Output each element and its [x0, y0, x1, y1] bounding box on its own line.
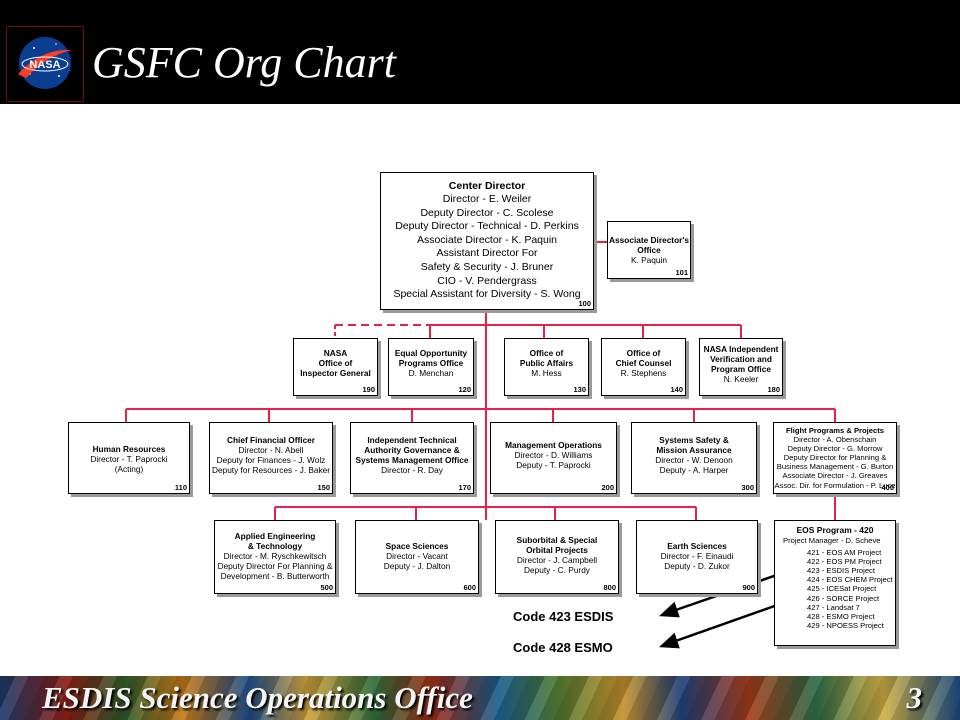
earth-sciences-box: Earth Sciences Director - F. Einaudi Dep… [636, 520, 758, 594]
applied-engineering-technology-box: Applied Engineering & Technology Directo… [214, 520, 336, 594]
box-name: Independent Technical Authority Governan… [355, 435, 469, 465]
box-name: NASA Independent Verification and Progra… [703, 344, 779, 374]
box-name: Associate Director's Office [609, 235, 689, 255]
box-code: 300 [741, 483, 754, 492]
callout-esmo-label: Code 428 ESMO [513, 640, 613, 655]
management-operations-box: Management Operations Director - D. Will… [490, 422, 617, 494]
box-lines: Director - W. Denoon Deputy - A. Harper [655, 455, 733, 475]
footer-banner: ESDIS Science Operations Office 3 [0, 676, 960, 720]
eos-project-item: 421 - EOS AM Project [807, 548, 882, 558]
flight-programs-projects-box: Flight Programs & Projects Director - A.… [773, 422, 897, 494]
box-lines: Director - N. Abell Deputy for Finances … [211, 445, 331, 475]
box-lines: N. Keeler [723, 374, 759, 384]
logo-text: NASA [29, 59, 60, 71]
box-name: Management Operations [505, 440, 602, 450]
box-lines: M. Hess [531, 368, 562, 378]
callout-esdis-label: Code 423 ESDIS [513, 609, 614, 624]
eos-project-item: 422 - EOS PM Project [807, 557, 882, 567]
slide-title: GSFC Org Chart [92, 38, 396, 87]
eos-project-item: 423 - ESDIS Project [807, 566, 875, 576]
eos-project-item: 426 - SORCE Project [807, 593, 880, 603]
center-director-box: Center Director Director - E. Weiler Dep… [380, 172, 594, 310]
box-code: 120 [458, 385, 471, 394]
box-name: Equal Opportunity Programs Office [394, 348, 468, 368]
human-resources-box: Human Resources Director - T. Paprocki (… [68, 422, 190, 494]
box-code: 900 [742, 583, 755, 592]
box-code: 190 [362, 385, 375, 394]
box-name: Human Resources [92, 444, 166, 454]
box-code: 600 [463, 583, 476, 592]
eos-program-name: EOS Program - 420 [796, 525, 874, 535]
box-lines: Director - T. Paprocki (Acting) [90, 454, 168, 474]
ivv-office-box: NASA Independent Verification and Progra… [699, 338, 783, 396]
box-code: 130 [573, 385, 586, 394]
eos-project-item: 429 - NPOESS Project [807, 620, 884, 630]
page-number: 3 [906, 680, 923, 715]
box-lines: Director - D. Williams Deputy - T. Papro… [514, 450, 593, 470]
associate-director-office-box: Associate Director's Office K. Paquin 10… [607, 221, 691, 279]
box-name: Flight Programs & Projects [786, 426, 884, 435]
box-name: Suborbital & Special Orbital Projects [516, 535, 598, 555]
box-lines: Director - J. Campbell Deputy - C. Purdy [516, 555, 598, 575]
eos-program-manager: Project Manager - D. Scheve [783, 536, 881, 545]
eos-project-item: 424 - EOS CHEM Project [807, 575, 893, 585]
eos-project-item: 427 - Landsat 7 [807, 602, 860, 612]
chief-financial-officer-box: Chief Financial Officer Director - N. Ab… [209, 422, 333, 494]
box-name: Space Sciences [385, 541, 449, 551]
box-code: 400 [881, 483, 894, 492]
equal-opportunity-office-box: Equal Opportunity Programs Office D. Men… [388, 338, 474, 396]
box-lines: Director - M. Ryschkewitsch Deputy Direc… [217, 551, 333, 581]
footer-title: ESDIS Science Operations Office [42, 680, 473, 715]
nasa-logo: NASA [18, 37, 72, 89]
eos-project-item: 428 - ESMO Project [807, 611, 875, 621]
box-lines: Director - F. Einaudi Deputy - D. Zukor [660, 551, 734, 571]
logo-frame [6, 26, 84, 102]
systems-safety-mission-assurance-box: Systems Safety & Mission Assurance Direc… [631, 422, 757, 494]
box-name: Systems Safety & Mission Assurance [656, 435, 732, 455]
chief-counsel-office-box: Office of Chief Counsel R. Stephens 140 [601, 338, 686, 396]
box-code: 100 [578, 299, 591, 308]
box-code: 170 [458, 483, 471, 492]
eos-project-item: 425 - ICESat Project [807, 584, 877, 594]
box-code: 101 [675, 268, 688, 277]
box-code: 200 [601, 483, 614, 492]
box-lines: Director - Vacant Deputy - J. Dalton [383, 551, 451, 571]
box-name: Earth Sciences [667, 541, 727, 551]
box-name: NASA Office of Inspector General [300, 348, 371, 378]
arrow-esmo-head [658, 632, 680, 649]
box-lines: D. Menchan [408, 368, 454, 378]
box-code: 180 [767, 385, 780, 394]
box-code: 110 [174, 483, 187, 492]
box-name: Applied Engineering & Technology [234, 531, 316, 551]
box-lines: Director - A. Obenschain Deputy Director… [774, 435, 896, 490]
independent-technical-authority-box: Independent Technical Authority Governan… [350, 422, 474, 494]
office-inspector-general-box: NASA Office of Inspector General 190 [293, 338, 378, 396]
space-sciences-box: Space Sciences Director - Vacant Deputy … [355, 520, 479, 594]
public-affairs-office-box: Office of Public Affairs M. Hess 130 [504, 338, 589, 396]
footer-imagery [0, 676, 960, 720]
box-code: 800 [603, 583, 616, 592]
title-bar [0, 0, 960, 104]
box-lines: Director - R. Day [381, 465, 443, 475]
box-code: 150 [317, 483, 330, 492]
box-name: Center Director [448, 180, 526, 192]
box-name: Office of Chief Counsel [615, 348, 672, 368]
box-lines: Director - E. Weiler Deputy Director - C… [393, 193, 581, 301]
box-code: 140 [670, 385, 683, 394]
box-lines: R. Stephens [620, 368, 667, 378]
suborbital-special-orbital-projects-box: Suborbital & Special Orbital Projects Di… [495, 520, 619, 594]
box-lines: K. Paquin [631, 255, 667, 265]
box-code: 500 [320, 583, 333, 592]
arrow-esdis-head [658, 601, 680, 618]
eos-program-box: EOS Program - 420 Project Manager - D. S… [774, 520, 896, 646]
box-name: Chief Financial Officer [226, 435, 316, 445]
box-name: Office of Public Affairs [519, 348, 574, 368]
